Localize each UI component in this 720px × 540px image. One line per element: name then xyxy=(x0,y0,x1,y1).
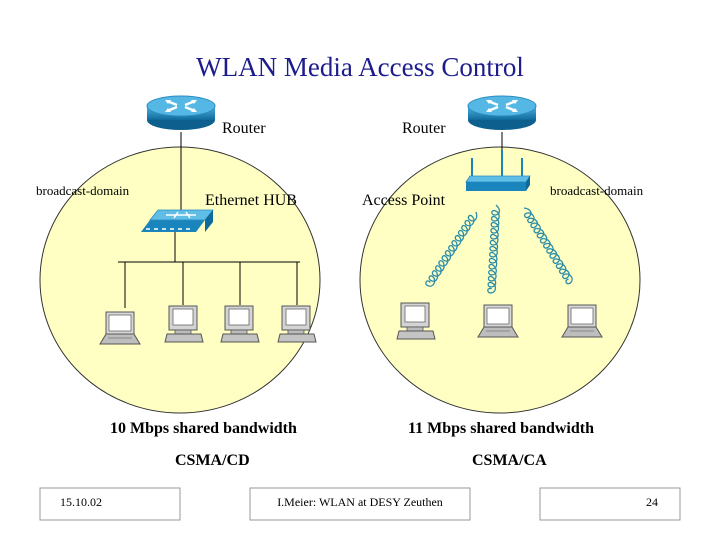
right-router-icon xyxy=(466,94,538,132)
ethernet-hub-icon xyxy=(141,209,214,232)
left-bandwidth-label: 10 Mbps shared bandwidth xyxy=(110,420,297,437)
ethernet-hub-label: Ethernet HUB xyxy=(205,192,297,209)
footer-date-box xyxy=(39,487,181,521)
access-point-label: Access Point xyxy=(362,192,446,209)
desktop-icon xyxy=(164,305,204,343)
footer-page-box xyxy=(539,487,681,521)
right-router-label: Router xyxy=(402,120,446,137)
right-bandwidth-label: 11 Mbps shared bandwidth xyxy=(408,420,594,437)
left-broadcast-domain-circle xyxy=(39,146,321,414)
footer-author-box xyxy=(249,487,471,521)
wireless-laptop-icon xyxy=(561,304,603,338)
left-router-label: Router xyxy=(222,120,266,137)
left-broadcast-domain-label: broadcast-domain xyxy=(36,183,130,198)
left-router-icon xyxy=(145,94,217,132)
footer-page-number: 24 xyxy=(646,495,658,509)
wireless-desktop-icon xyxy=(396,302,436,340)
wireless-laptop-icon xyxy=(477,304,519,338)
laptop-icon xyxy=(99,311,141,345)
footer-date: 15.10.02 xyxy=(60,495,102,509)
left-protocol-label: CSMA/CD xyxy=(175,452,250,469)
desktop-icon xyxy=(220,305,260,343)
desktop-icon xyxy=(277,305,317,343)
slide-title: WLAN Media Access Control xyxy=(196,52,524,82)
right-broadcast-domain-label: broadcast-domain xyxy=(550,183,644,198)
footer-author: I.Meier: WLAN at DESY Zeuthen xyxy=(277,495,443,509)
access-point-icon xyxy=(465,150,531,191)
right-protocol-label: CSMA/CA xyxy=(472,452,547,469)
right-broadcast-domain-circle xyxy=(359,146,641,414)
